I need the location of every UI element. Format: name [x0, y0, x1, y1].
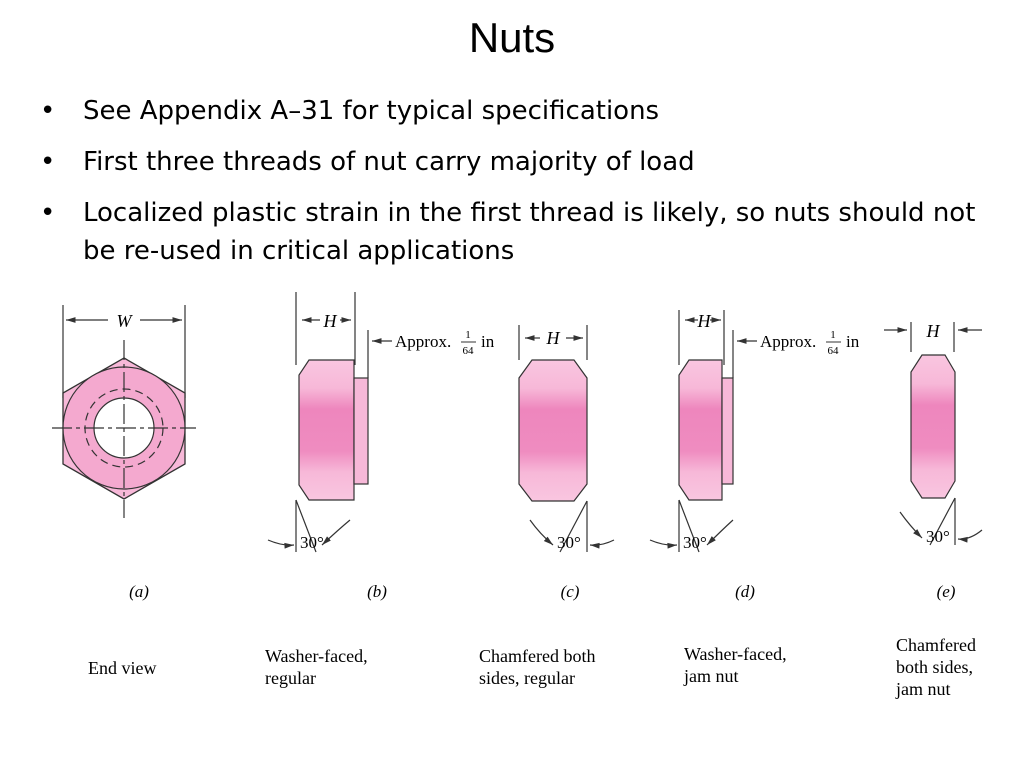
dimension-h-label: H [926, 321, 941, 341]
caption-washer-faced-regular: Washer-faced, regular [265, 646, 368, 688]
angle-label: 30° [926, 527, 950, 546]
unit-label: in [481, 332, 495, 351]
dimension-h-label: H [697, 311, 712, 331]
slide-title: Nuts [468, 14, 556, 61]
nut-side-body [910, 354, 956, 499]
angle-label: 30° [683, 533, 707, 552]
nut-side-body [518, 359, 588, 502]
caption-washer-faced-jam: Washer-faced, jam nut [684, 644, 787, 686]
bullet-text: See Appendix A–31 for typical specificat… [83, 96, 660, 126]
unit-label: in [846, 332, 860, 351]
approx-label: Approx. [760, 332, 816, 351]
panel-label-e: (e) [937, 582, 956, 601]
bullet-text: First three threads of nut carry majorit… [83, 147, 695, 177]
washer-face [353, 377, 369, 485]
washer-faced-jam-figure [649, 310, 757, 553]
approx-label: Approx. [395, 332, 451, 351]
bullet-list: • See Appendix A–31 for typical specifica… [40, 92, 1000, 283]
panel-label-b: (b) [367, 582, 387, 601]
fraction-numerator: 1 [465, 329, 471, 341]
fraction-denominator: 64 [828, 345, 840, 357]
bullet-text: Localized plastic strain in the first th… [83, 198, 976, 266]
caption-chamfered-regular: Chamfered both sides, regular [479, 646, 596, 688]
caption-end-view: End view [88, 658, 157, 678]
angle-label: 30° [300, 533, 324, 552]
dimension-h-label: H [546, 328, 561, 348]
end-view-figure [52, 305, 196, 518]
bullet-item: • First three threads of nut carry majori… [40, 143, 1000, 181]
bullet-dot: • [40, 147, 56, 177]
nut-side-body [678, 359, 723, 501]
fraction-numerator: 1 [830, 329, 836, 341]
dimension-w-label: W [117, 311, 134, 331]
washer-face [721, 377, 734, 485]
angle-label: 30° [557, 533, 581, 552]
panel-label-a: (a) [129, 582, 149, 601]
bullet-dot: • [40, 198, 56, 228]
bullet-item: • Localized plastic strain in the first t… [40, 194, 1000, 270]
nut-side-body [298, 359, 355, 501]
bullet-dot: • [40, 96, 56, 126]
dimension-h-label: H [323, 311, 338, 331]
bullet-item: • See Appendix A–31 for typical specifica… [40, 92, 1000, 130]
panel-label-d: (d) [735, 582, 755, 601]
caption-chamfered-jam: Chamfered both sides, jam nut [896, 635, 976, 699]
washer-faced-regular-figure [267, 292, 392, 553]
chamfered-jam-figure [884, 322, 983, 546]
chamfered-regular-figure [518, 325, 615, 553]
panel-label-c: (c) [561, 582, 580, 601]
fraction-denominator: 64 [463, 345, 475, 357]
